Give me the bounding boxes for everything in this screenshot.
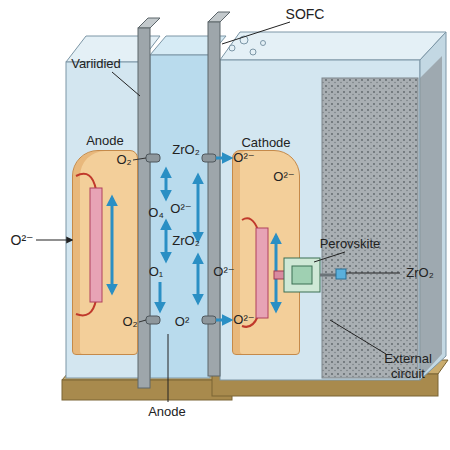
part-label: O₁ (149, 265, 164, 280)
leader-line (222, 22, 290, 44)
ion-arrow (197, 176, 200, 240)
perovskite-cell (284, 258, 320, 292)
contact-rod (274, 271, 286, 279)
leader-line (168, 334, 169, 402)
leader-line (330, 320, 386, 354)
electrode-strip (90, 188, 102, 302)
part-label: O²⁻ (213, 265, 234, 280)
part-label: ZrO₂ (172, 143, 199, 158)
plate-top (208, 12, 230, 22)
part-label: ZrO₂ (172, 234, 199, 249)
part-label: Anode (148, 405, 186, 420)
housing-front (220, 60, 420, 380)
current-collector (242, 218, 258, 230)
porous-side (420, 56, 442, 378)
part-label: O₂ (116, 153, 131, 168)
zro2-element (336, 269, 346, 279)
leader-line (112, 72, 140, 96)
connector-pin (202, 316, 216, 324)
leader-line (139, 320, 146, 322)
ion-arrow (275, 236, 278, 310)
bubble (229, 45, 235, 51)
ion-arrow (165, 170, 168, 198)
current-collector (76, 300, 96, 315)
perovskite-core (292, 266, 312, 284)
part-label: Perovskite (320, 237, 381, 252)
current-collector (76, 174, 96, 190)
housing-top (220, 32, 446, 60)
part-label: External circuit (376, 352, 440, 382)
ion-arrow (36, 239, 72, 240)
part-label: O²⁻ (233, 151, 254, 166)
connector-pin (146, 154, 160, 162)
node-label: Cathode (223, 135, 309, 150)
leader-line (314, 252, 345, 262)
part-label: O²⁻ (11, 232, 34, 248)
ion-arrow (197, 256, 200, 302)
housing-side (420, 32, 446, 380)
porous-layer (322, 78, 418, 378)
ion-arrow (159, 282, 162, 310)
ion-arrow (216, 319, 230, 322)
wire (320, 274, 338, 277)
ion-arrow (165, 222, 168, 260)
ion-arrow (111, 198, 114, 292)
part-label: O₄ (148, 206, 163, 221)
part-label: Variidied (71, 57, 121, 72)
bubble (250, 49, 256, 55)
bubble (261, 41, 266, 46)
part-label: O² (175, 315, 189, 330)
plate-top (138, 18, 160, 28)
connector-pin (202, 154, 216, 162)
part-label: O²⁻ (170, 202, 191, 217)
housing-front (66, 62, 142, 378)
part-label: O²⁻ (273, 170, 294, 185)
part-label: ZrO₂ (406, 266, 433, 281)
connector-pin (146, 316, 160, 324)
part-label: SOFC (286, 6, 325, 22)
electrode-strip (256, 228, 268, 318)
leader-line (133, 158, 146, 160)
node-label: Anode (63, 133, 147, 148)
leader-line (346, 273, 400, 274)
interconnect-plate (208, 22, 220, 376)
ion-arrow (216, 157, 230, 160)
part-label: O²⁻ (233, 313, 254, 328)
part-label: O₂ (122, 315, 137, 330)
bubble (240, 36, 248, 44)
interconnect-plate (138, 28, 150, 388)
